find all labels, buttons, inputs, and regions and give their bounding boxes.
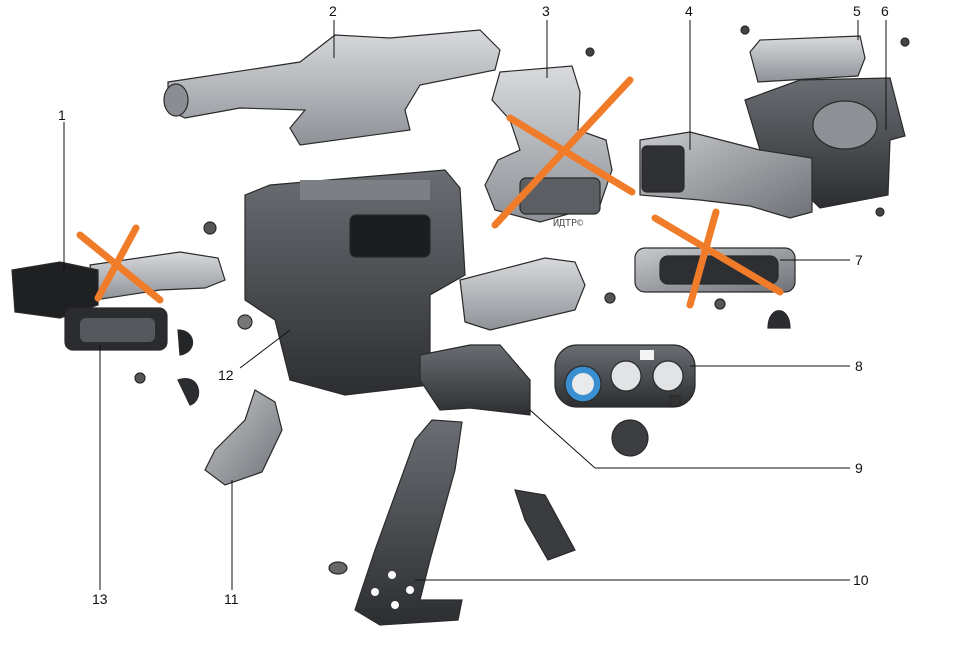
callout-9: 9 bbox=[855, 460, 863, 476]
left-side-duct-part bbox=[11, 251, 226, 319]
callout-4: 4 bbox=[685, 3, 693, 19]
floor-duct-part bbox=[419, 344, 531, 416]
callout-1: 1 bbox=[58, 107, 66, 123]
callout-2: 2 bbox=[329, 3, 337, 19]
heater-control-panel-part bbox=[554, 344, 696, 457]
air-distribution-duct-part bbox=[163, 29, 501, 146]
cross-mark-right-vent bbox=[651, 208, 784, 309]
fasteners bbox=[134, 25, 910, 575]
cross-mark-left-duct bbox=[76, 224, 164, 304]
callout-10: 10 bbox=[853, 572, 869, 588]
callout-11: 11 bbox=[224, 591, 239, 607]
callout-12: 12 bbox=[218, 367, 234, 383]
cross-marks bbox=[76, 76, 784, 309]
fan-housing-part bbox=[744, 77, 906, 209]
callout-5: 5 bbox=[853, 3, 861, 19]
callout-7: 7 bbox=[855, 252, 863, 268]
left-air-vent-part bbox=[64, 307, 200, 406]
heater-bracket-part bbox=[459, 257, 586, 331]
callout-13: 13 bbox=[92, 591, 108, 607]
leader-lines bbox=[63, 20, 887, 590]
watermark-text: ИДТР© bbox=[553, 218, 584, 229]
heater-unit-part bbox=[244, 169, 466, 396]
callout-3: 3 bbox=[542, 3, 550, 19]
callout-numbers: 1 2 3 4 5 6 7 8 9 10 11 12 13 bbox=[58, 3, 889, 607]
callout-8: 8 bbox=[855, 358, 863, 374]
cross-mark-air-intake bbox=[491, 76, 636, 229]
fan-cover-part bbox=[749, 35, 866, 83]
outlet-duct-part bbox=[639, 131, 813, 219]
rear-foot-duct-part bbox=[354, 419, 463, 626]
callout-6: 6 bbox=[881, 3, 889, 19]
side-cover-part bbox=[204, 389, 283, 486]
